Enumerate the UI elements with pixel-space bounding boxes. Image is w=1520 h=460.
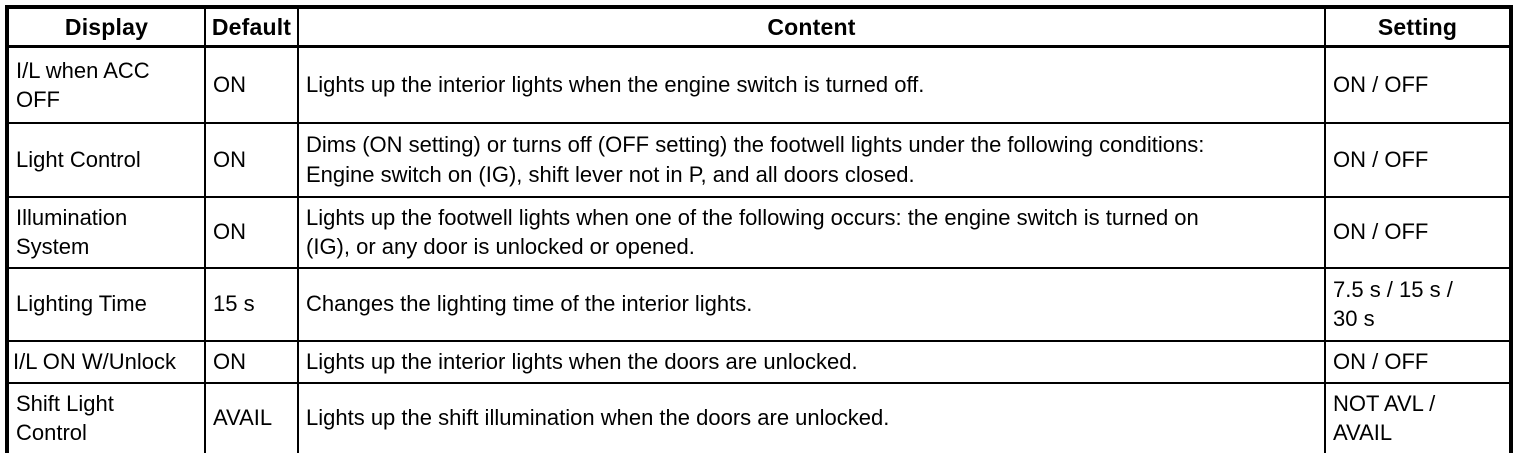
column-header-default: Default	[204, 9, 299, 48]
cell-setting: ON / OFF	[1324, 121, 1509, 198]
cell-default: ON	[204, 339, 299, 384]
cell-display-text: I/L when ACC OFF	[16, 57, 150, 112]
cell-display-text: Shift Light Control	[16, 390, 114, 445]
cell-default: 15 s	[204, 266, 299, 342]
cell-setting-text: ON / OFF	[1333, 219, 1429, 245]
cell-setting-text: NOT AVL / AVAIL	[1333, 390, 1436, 445]
table-header-row: Display Default Content Setting	[9, 9, 1509, 48]
cell-default: ON	[204, 121, 299, 198]
table-row: Light Control ON Dims (ON setting) or tu…	[9, 121, 1509, 198]
cell-default-text: AVAIL	[213, 405, 273, 431]
cell-default-text: 15 s	[213, 291, 255, 317]
cell-default: ON	[204, 45, 299, 124]
table-row: Lighting Time 15 s Changes the lighting …	[9, 266, 1509, 342]
table-header: Display Default Content Setting	[9, 9, 1509, 48]
cell-display-text: Light Control	[16, 146, 141, 172]
cell-content-text: Changes the lighting time of the interio…	[306, 291, 753, 317]
cell-default-text: ON	[213, 146, 246, 172]
cell-setting-text: ON / OFF	[1333, 146, 1429, 172]
cell-content-text: Lights up the interior lights when the d…	[306, 348, 858, 374]
cell-content-text: Dims (ON setting) or turns off (OFF sett…	[306, 132, 1205, 187]
cell-display: Shift Light Control	[9, 381, 206, 453]
cell-default-text: ON	[213, 72, 246, 98]
cell-content-text: Lights up the footwell lights when one o…	[306, 204, 1199, 259]
table-row: Illumination System ON Lights up the foo…	[9, 195, 1509, 269]
cell-content: Lights up the shift illumination when th…	[297, 381, 1326, 453]
cell-default-text: ON	[213, 219, 246, 245]
cell-display: I/L ON W/Unlock	[9, 339, 206, 384]
cell-content: Lights up the interior lights when the e…	[297, 45, 1326, 124]
vehicle-customization-settings-table: Display Default Content Setting I/L when…	[9, 9, 1509, 453]
cell-setting-text: ON / OFF	[1333, 348, 1429, 374]
cell-setting: NOT AVL / AVAIL	[1324, 381, 1509, 453]
cell-display-text: Illumination System	[16, 204, 128, 259]
table-row: I/L ON W/Unlock ON Lights up the interio…	[9, 339, 1509, 384]
cell-content-text: Lights up the interior lights when the e…	[306, 72, 925, 98]
cell-content: Lights up the footwell lights when one o…	[297, 195, 1326, 269]
cell-default: AVAIL	[204, 381, 299, 453]
cell-content: Lights up the interior lights when the d…	[297, 339, 1326, 384]
settings-table-container: Display Default Content Setting I/L when…	[5, 5, 1513, 453]
cell-setting-text: 7.5 s / 15 s / 30 s	[1333, 276, 1453, 331]
cell-display: I/L when ACC OFF	[9, 45, 206, 124]
table-body: I/L when ACC OFF ON Lights up the interi…	[9, 45, 1509, 453]
cell-display: Light Control	[9, 121, 206, 198]
cell-setting: ON / OFF	[1324, 339, 1509, 384]
cell-default-text: ON	[213, 348, 246, 374]
cell-display-text: I/L ON W/Unlock	[13, 348, 176, 374]
table-row: I/L when ACC OFF ON Lights up the interi…	[9, 45, 1509, 124]
cell-content: Changes the lighting time of the interio…	[297, 266, 1326, 342]
cell-display: Lighting Time	[9, 266, 206, 342]
column-header-content: Content	[297, 9, 1326, 48]
cell-setting: 7.5 s / 15 s / 30 s	[1324, 266, 1509, 342]
cell-default: ON	[204, 195, 299, 269]
table-row: Shift Light Control AVAIL Lights up the …	[9, 381, 1509, 453]
cell-content-text: Lights up the shift illumination when th…	[306, 405, 890, 431]
cell-setting: ON / OFF	[1324, 45, 1509, 124]
column-header-setting: Setting	[1324, 9, 1509, 48]
cell-setting: ON / OFF	[1324, 195, 1509, 269]
column-header-display: Display	[9, 9, 206, 48]
cell-setting-text: ON / OFF	[1333, 72, 1429, 98]
cell-display-text: Lighting Time	[16, 291, 147, 317]
cell-display: Illumination System	[9, 195, 206, 269]
cell-content: Dims (ON setting) or turns off (OFF sett…	[297, 121, 1326, 198]
